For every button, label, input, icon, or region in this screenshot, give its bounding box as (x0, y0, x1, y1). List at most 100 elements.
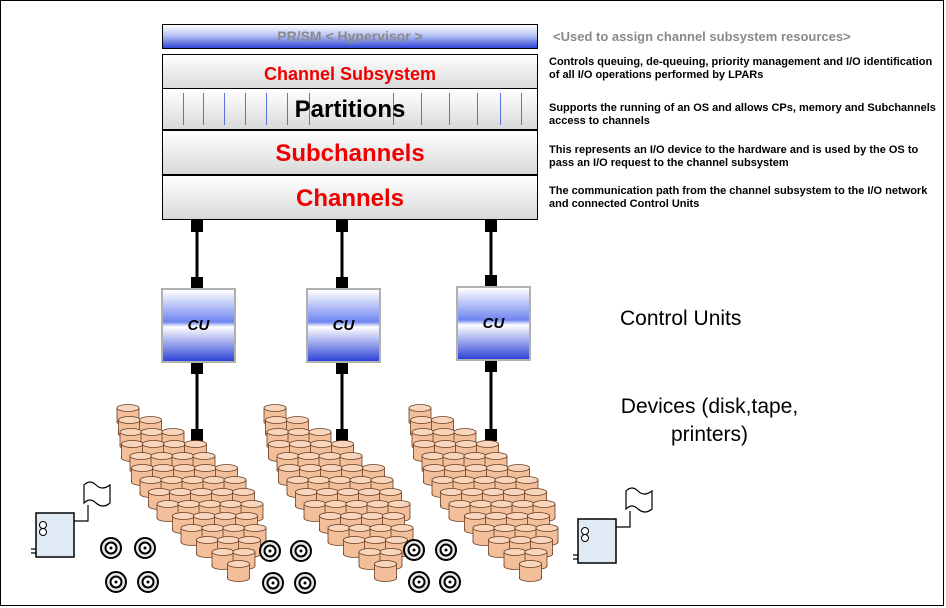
disk-top (139, 416, 162, 424)
disk-top (385, 536, 408, 544)
disk-top (327, 524, 351, 532)
disk-top (434, 440, 457, 448)
disk-top (423, 464, 446, 472)
tape-reel-icon (439, 571, 461, 593)
disk-top (524, 548, 548, 556)
disk-top (194, 464, 217, 472)
reel-hub (109, 546, 113, 550)
disk-top (486, 464, 509, 472)
disk-top (266, 428, 290, 436)
disk-top (286, 416, 309, 424)
prsm-hypervisor-layer: PR/SM < Hypervisor > (162, 24, 538, 49)
disk-top (448, 500, 472, 508)
disk-top (289, 440, 312, 448)
disk-top (297, 452, 321, 460)
disk-top (150, 452, 174, 460)
disk-top (515, 476, 539, 484)
disk-top (181, 476, 205, 484)
partition-divider (393, 93, 394, 125)
disk-top (444, 464, 467, 472)
reel-hub (444, 548, 448, 552)
disk-top (319, 512, 342, 520)
partition-divider (287, 93, 288, 125)
disk-top (507, 464, 530, 472)
disk-top (232, 548, 256, 556)
disk-top (169, 488, 192, 496)
disk-top (171, 452, 195, 460)
disk-top (337, 488, 360, 496)
disk-top (482, 488, 505, 496)
connector-square (191, 277, 203, 289)
subchannels-label: Subchannels (275, 140, 425, 167)
disk-top (172, 512, 195, 520)
disk-top (408, 404, 432, 412)
tape-reel-icon (137, 571, 159, 593)
disk-top (303, 500, 327, 508)
disk-top (163, 440, 186, 448)
disk-top (431, 476, 455, 484)
disk-top (366, 500, 390, 508)
partition-divider (500, 93, 501, 125)
disk-top (440, 488, 463, 496)
disk-top (219, 500, 243, 508)
disk-top (222, 524, 246, 532)
partition-divider (224, 93, 225, 125)
disk-top (295, 488, 318, 496)
disk-top (324, 500, 348, 508)
disk-top (202, 476, 226, 484)
tape-reel-icon (408, 571, 430, 593)
channels-label: Channels (295, 185, 405, 212)
disk-top (320, 464, 343, 472)
disk-top (341, 464, 364, 472)
disk-top (453, 428, 477, 436)
disk-top (161, 428, 185, 436)
disk-top (265, 416, 288, 424)
disk-top (238, 536, 261, 544)
connectors (191, 220, 497, 441)
disk-top (530, 536, 553, 544)
partitions-description: Supports the running of an OS and allows… (549, 102, 936, 127)
connector-square (485, 220, 497, 232)
disk-top (431, 416, 454, 424)
disk-top (278, 464, 301, 472)
disk-top (129, 452, 153, 460)
disk-top (503, 548, 527, 556)
disk-icon (519, 560, 542, 582)
disk-top (276, 452, 300, 460)
disk-top (286, 476, 310, 484)
disk-top (494, 476, 518, 484)
disk-top (340, 512, 363, 520)
disk-top (223, 476, 247, 484)
connector-square (191, 220, 203, 232)
reel-hub (417, 580, 421, 584)
disk-top (348, 524, 372, 532)
prsm-label: PR/SM < Hypervisor > (277, 28, 423, 44)
disk-top (121, 440, 144, 448)
disk-top (349, 476, 373, 484)
cu-label: CU (332, 317, 355, 334)
disk-top (364, 536, 387, 544)
disk-top (211, 548, 235, 556)
disk-top (184, 440, 207, 448)
partition-divider (203, 93, 204, 125)
reel-hub (303, 581, 307, 585)
disk-top (514, 524, 538, 532)
disk-top (173, 464, 196, 472)
disk-top (215, 464, 238, 472)
connector-square (485, 360, 497, 372)
disk-top (532, 500, 556, 508)
reel-hub (268, 549, 272, 553)
disk-top (390, 524, 414, 532)
disk-top (490, 500, 514, 508)
channels-description: The communication path from the channel … (549, 185, 928, 210)
disk-top (455, 440, 478, 448)
disk-top (463, 452, 487, 460)
disk-top (235, 512, 258, 520)
channel-subsystem-layer: Channel Subsystem (162, 54, 538, 90)
control-units-label: Control Units (620, 307, 742, 330)
reel-hub (412, 548, 416, 552)
disk-top (227, 560, 250, 568)
disk-top (328, 476, 352, 484)
subchannels-description: This represents an I/O device to the har… (549, 144, 919, 169)
